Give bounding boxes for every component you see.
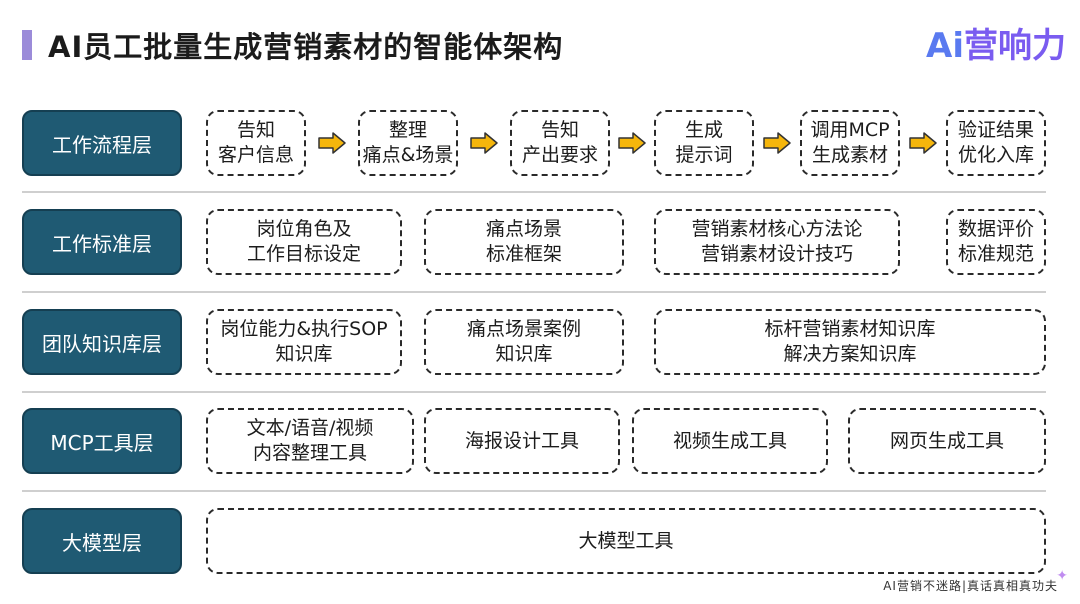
- flow-arrow-icon: [763, 132, 791, 154]
- workflow-step: 调用MCP 生成素材: [800, 110, 900, 176]
- box-line: 海报设计工具: [464, 429, 579, 452]
- box-line: 生成: [684, 119, 723, 141]
- box-line: 文本/语音/视频: [246, 417, 374, 439]
- box-line: 内容整理工具: [252, 442, 367, 464]
- flow-arrow-icon: [470, 132, 498, 154]
- box-line: 数据评价: [957, 218, 1034, 240]
- box-line: 告知: [540, 119, 579, 141]
- box-line: 营销素材设计技巧: [700, 243, 853, 265]
- page-title: AI员工批量生成营销素材的智能体架构: [48, 30, 564, 64]
- standards-box: 岗位角色及工作目标设定: [206, 209, 402, 275]
- logo-brand-text: 营响力: [964, 26, 1066, 66]
- model-box: 大模型工具: [206, 508, 1046, 574]
- divider: [22, 291, 1046, 293]
- mcp-tool-box: 海报设计工具: [424, 408, 620, 474]
- box-line: 标杆营销素材知识库: [764, 318, 936, 340]
- standards-box: 痛点场景标准框架: [424, 209, 624, 275]
- box-line: 岗位角色及: [256, 218, 352, 240]
- box-line: 痛点场景案例: [466, 318, 581, 340]
- workflow-step: 告知客户信息: [206, 110, 306, 176]
- box-line: 痛点&场景: [362, 144, 454, 166]
- box-line: 生成素材: [811, 144, 888, 166]
- box-line: 客户信息: [217, 144, 294, 166]
- divider: [22, 391, 1046, 393]
- box-line: 痛点场景: [485, 218, 562, 240]
- divider: [22, 191, 1046, 193]
- workflow-step: 整理痛点&场景: [358, 110, 458, 176]
- flow-arrow-icon: [618, 132, 646, 154]
- box-line: 知识库: [495, 343, 553, 365]
- title-accent-bar: [22, 30, 32, 60]
- box-line: 标准规范: [957, 243, 1034, 265]
- standards-box: 数据评价标准规范: [946, 209, 1046, 275]
- box-line: 营销素材核心方法论: [691, 218, 863, 240]
- layer-label-model: 大模型层: [22, 508, 182, 574]
- brand-logo: Ai营响力: [926, 18, 1066, 67]
- divider: [22, 490, 1046, 492]
- box-line: 岗位能力&执行SOP: [220, 318, 388, 340]
- footer-slogan: AI营销不迷路|真话真相真功夫: [883, 579, 1058, 593]
- logo-ai-text: Ai: [926, 26, 964, 66]
- layer-label-workflow: 工作流程层: [22, 110, 182, 176]
- flow-arrow-icon: [318, 132, 346, 154]
- flow-arrow-icon: [909, 132, 937, 154]
- box-line: 整理: [388, 119, 427, 141]
- box-line: 优化入库: [957, 144, 1034, 166]
- mcp-tool-box: 网页生成工具: [848, 408, 1046, 474]
- workflow-step: 验证结果优化入库: [946, 110, 1046, 176]
- box-line: 视频生成工具: [672, 429, 787, 452]
- box-line: 提示词: [675, 144, 733, 166]
- box-line: 知识库: [275, 343, 333, 365]
- sparkle-icon: ✦: [1056, 568, 1068, 584]
- mcp-tool-box: 文本/语音/视频内容整理工具: [206, 408, 414, 474]
- knowledge-box: 岗位能力&执行SOP 知识库: [206, 309, 402, 375]
- box-line: 网页生成工具: [889, 429, 1004, 452]
- standards-box: 营销素材核心方法论营销素材设计技巧: [654, 209, 900, 275]
- layer-label-knowledge: 团队知识库层: [22, 309, 182, 375]
- workflow-step: 告知产出要求: [510, 110, 610, 176]
- box-line: 调用MCP: [810, 119, 890, 141]
- box-line: 验证结果: [957, 119, 1034, 141]
- box-line: 标准框架: [485, 243, 562, 265]
- knowledge-box: 标杆营销素材知识库解决方案知识库: [654, 309, 1046, 375]
- mcp-tool-box: 视频生成工具: [632, 408, 828, 474]
- box-line: 解决方案知识库: [783, 343, 917, 365]
- knowledge-box: 痛点场景案例知识库: [424, 309, 624, 375]
- box-line: 工作目标设定: [246, 243, 361, 265]
- workflow-step: 生成提示词: [654, 110, 754, 176]
- box-line: 产出要求: [521, 144, 598, 166]
- box-line: 告知: [236, 119, 275, 141]
- layer-label-mcp: MCP工具层: [22, 408, 182, 474]
- layer-label-standards: 工作标准层: [22, 209, 182, 275]
- box-line: 大模型工具: [578, 529, 674, 552]
